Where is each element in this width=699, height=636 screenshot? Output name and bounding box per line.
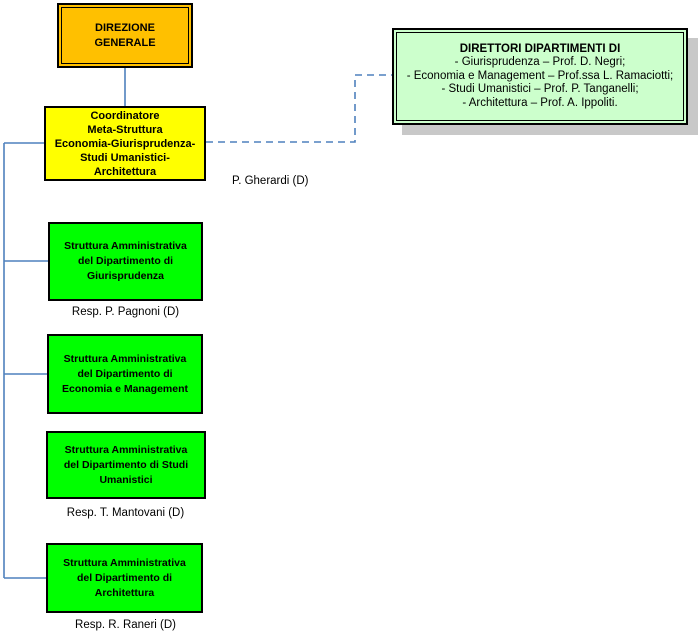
direttori-item-studi-umanistici: - Studi Umanistici – Prof. P. Tanganelli… [441, 83, 639, 96]
struttura-giurisprudenza-label: Struttura Amministrativa del Dipartiment… [64, 240, 187, 282]
node-struttura-architettura: Struttura Amministrativa del Dipartiment… [46, 543, 203, 613]
manager-label-studi-umanistici: Resp. T. Mantovani (D) [66, 507, 185, 519]
direttori-title: DIRETTORI DIPARTIMENTI DI [459, 42, 621, 55]
coordinatore-label: Coordinatore Meta-Struttura Economia-Giu… [54, 109, 196, 178]
panel-direttori-dipartimenti: DIRETTORI DIPARTIMENTI DI - Giurispruden… [392, 28, 688, 125]
struttura-economia-label: Struttura Amministrativa del Dipartiment… [61, 352, 189, 395]
node-direzione-generale: DIREZIONE GENERALE [57, 3, 193, 68]
direttori-item-economia: - Economia e Management – Prof.ssa L. Ra… [406, 69, 674, 82]
manager-label-coordinatore: P. Gherardi (D) [232, 175, 309, 187]
manager-label-architettura: Resp. R. Raneri (D) [75, 619, 176, 631]
direzione-generale-label: DIREZIONE GENERALE [94, 21, 156, 49]
manager-label-giurisprudenza: Resp. P. Pagnoni (D) [71, 306, 180, 318]
node-struttura-economia-management: Struttura Amministrativa del Dipartiment… [47, 334, 203, 414]
direttori-item-giurisprudenza: - Giurisprudenza – Prof. D. Negri; [454, 56, 626, 69]
node-struttura-giurisprudenza: Struttura Amministrativa del Dipartiment… [48, 222, 203, 301]
struttura-architettura-label: Struttura Amministrativa del Dipartiment… [63, 556, 186, 599]
node-struttura-studi-umanistici: Struttura Amministrativa del Dipartiment… [46, 431, 206, 499]
struttura-studi-umanistici-label: Struttura Amministrativa del Dipartiment… [63, 443, 189, 486]
connector-dashed-direttori [206, 74, 392, 143]
direttori-item-architettura: - Architettura – Prof. A. Ippoliti. [462, 96, 618, 109]
node-coordinatore-meta-struttura: Coordinatore Meta-Struttura Economia-Giu… [44, 106, 206, 181]
